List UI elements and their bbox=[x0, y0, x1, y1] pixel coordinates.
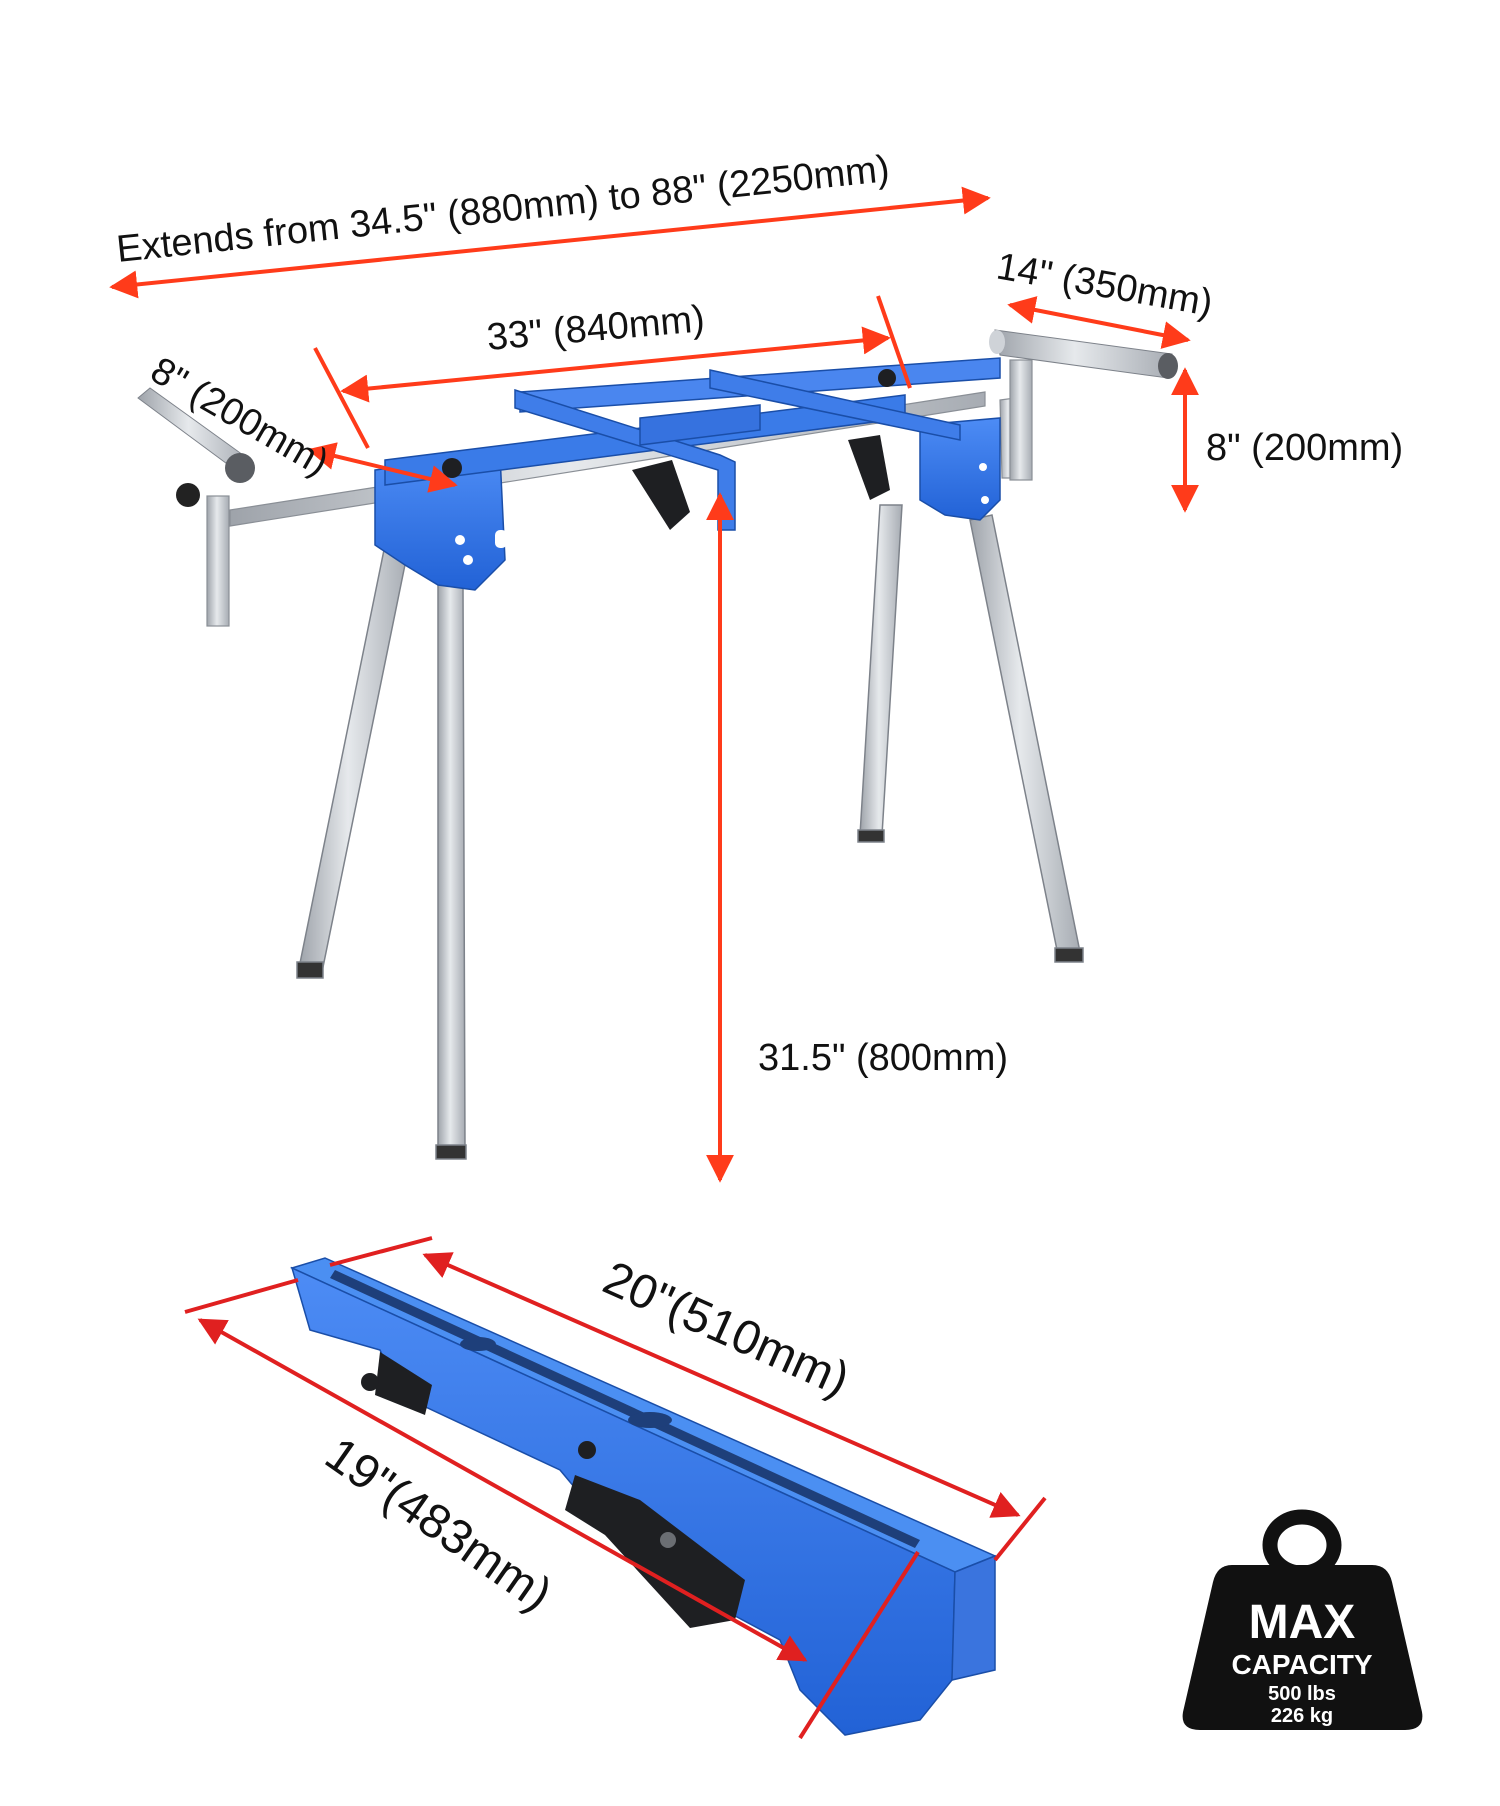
stand-height-label: 31.5" (800mm) bbox=[758, 1037, 1008, 1079]
bracket-depth-arrow bbox=[197, 1318, 808, 1662]
badge-lbs: 500 lbs bbox=[1268, 1683, 1336, 1705]
roller-height-label: 8" (200mm) bbox=[1206, 427, 1403, 469]
badge-capacity: CAPACITY bbox=[1231, 1649, 1372, 1680]
stand-illustration: Extends from 34.5" (880mm) to 88" (2250m… bbox=[109, 148, 1403, 1183]
extends-label: Extends from 34.5" (880mm) to 88" (2250m… bbox=[115, 148, 892, 271]
top-width-arrow bbox=[340, 326, 891, 403]
dimension-arrows bbox=[109, 186, 1199, 1183]
weight-body bbox=[1182, 1565, 1423, 1730]
right-arm-label: 14" (350mm) bbox=[993, 246, 1215, 325]
blue-frame bbox=[374, 357, 1001, 591]
left-roller bbox=[137, 387, 255, 507]
badge-max: MAX bbox=[1249, 1596, 1356, 1649]
left-arm-arrow bbox=[307, 442, 458, 493]
weight-handle bbox=[1262, 1509, 1342, 1581]
extends-arrow bbox=[109, 186, 991, 299]
top-width-label: 33" (840mm) bbox=[485, 298, 706, 359]
right-arm-arrow bbox=[1007, 296, 1191, 349]
bracket-end-face bbox=[951, 1554, 996, 1681]
bracket-arrows bbox=[184, 1236, 1047, 1740]
bracket-depth-label: 19"(483mm) bbox=[316, 1428, 561, 1622]
badge-kg: 226 kg bbox=[1271, 1705, 1333, 1727]
mounting-bracket-illustration: 20"(510mm) 19"(483mm) bbox=[184, 1236, 1047, 1740]
max-capacity-badge: MAX CAPACITY 500 lbs 226 kg bbox=[1182, 1509, 1423, 1730]
stand-legs bbox=[296, 504, 1084, 1160]
bracket-length-label: 20"(510mm) bbox=[596, 1252, 857, 1407]
